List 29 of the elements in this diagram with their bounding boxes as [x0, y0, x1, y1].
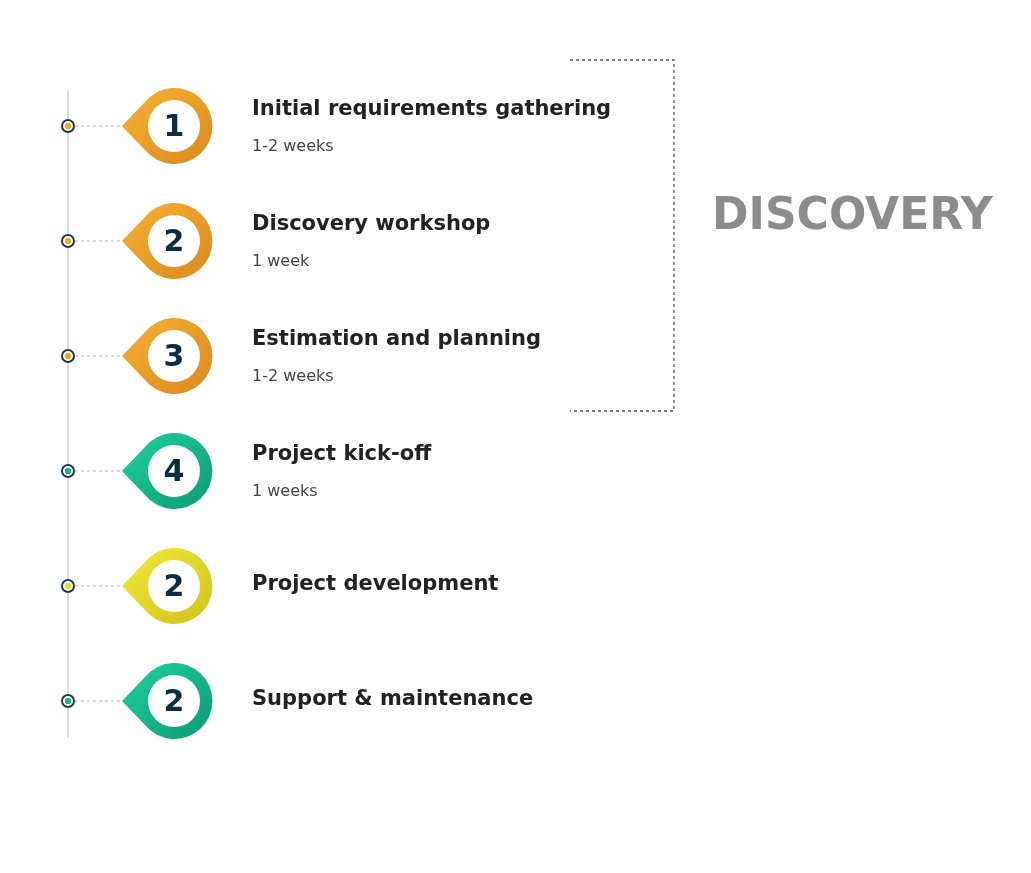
phase-label: DISCOVERY — [712, 188, 993, 239]
duration-text: 1 weeks — [252, 481, 318, 500]
timeline-dot — [61, 234, 75, 248]
timeline-dot — [61, 119, 75, 133]
step-title: Discovery workshop — [252, 211, 491, 235]
timeline-dot — [61, 579, 75, 593]
duration-text: 1-2 weeks — [252, 136, 334, 155]
connector-line — [74, 240, 123, 242]
duration-text: 1 week — [252, 251, 310, 270]
connector-line — [74, 585, 123, 587]
step-title: Estimation and planning — [252, 326, 541, 350]
step-title: Project kick-off — [252, 441, 432, 465]
timeline-dot — [61, 694, 75, 708]
step-title: Project development — [252, 571, 499, 595]
step-number: 1 — [162, 108, 186, 144]
step-number: 4 — [162, 453, 186, 489]
connector-line — [74, 355, 123, 357]
step-title: Support & maintenance — [252, 686, 534, 710]
connector-line — [74, 125, 123, 127]
timeline-dot — [61, 464, 75, 478]
step-title: Initial requirements gathering — [252, 96, 612, 120]
duration-text: 1-2 weeks — [252, 366, 334, 385]
step-number: 2 — [162, 683, 186, 719]
step-number: 2 — [162, 568, 186, 604]
connector-line — [74, 470, 123, 472]
step-number: 2 — [162, 223, 186, 259]
timeline-dot — [61, 349, 75, 363]
connector-line — [74, 700, 123, 702]
step-number: 3 — [162, 338, 186, 374]
